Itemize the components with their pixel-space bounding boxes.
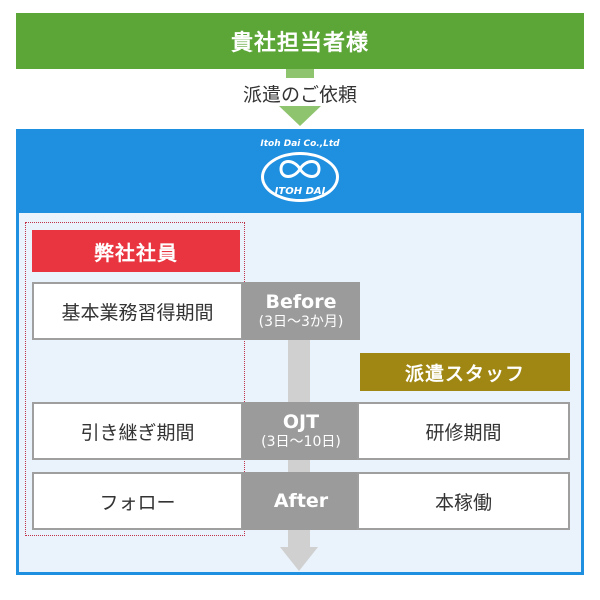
phase-after: After — [242, 472, 360, 530]
phase-arrow-head — [280, 547, 318, 571]
employee-row-handover: 引き継ぎ期間 — [32, 402, 243, 460]
infinity-logo-icon — [279, 160, 321, 178]
phase-before-duration: (3日〜3か月) — [258, 314, 344, 330]
staff-row-training: 研修期間 — [357, 402, 570, 460]
logo-name-text: ITOH DAI — [274, 186, 326, 197]
phase-ojt-duration: (3日〜10日) — [261, 434, 341, 450]
staff-header: 派遣スタッフ — [360, 353, 570, 391]
company-logo — [261, 152, 339, 202]
request-label: 派遣のご依頼 — [196, 78, 404, 108]
logo-company-text: Itoh Dai Co.,Ltd — [260, 139, 340, 149]
phase-ojt-title: OJT — [282, 411, 320, 433]
employee-header: 弊社社員 — [32, 230, 240, 272]
phase-ojt: OJT (3日〜10日) — [242, 402, 360, 460]
request-arrow-head — [279, 106, 321, 126]
client-banner: 貴社担当者様 — [16, 13, 584, 69]
employee-row-follow: フォロー — [32, 472, 243, 530]
phase-before: Before (3日〜3か月) — [242, 282, 360, 340]
staff-row-operation: 本稼働 — [357, 472, 570, 530]
phase-before-title: Before — [265, 291, 337, 313]
client-banner-label: 貴社担当者様 — [230, 31, 369, 56]
employee-group-outline — [25, 222, 245, 536]
phase-after-title: After — [273, 490, 329, 512]
employee-row-basic-training: 基本業務習得期間 — [32, 282, 243, 340]
